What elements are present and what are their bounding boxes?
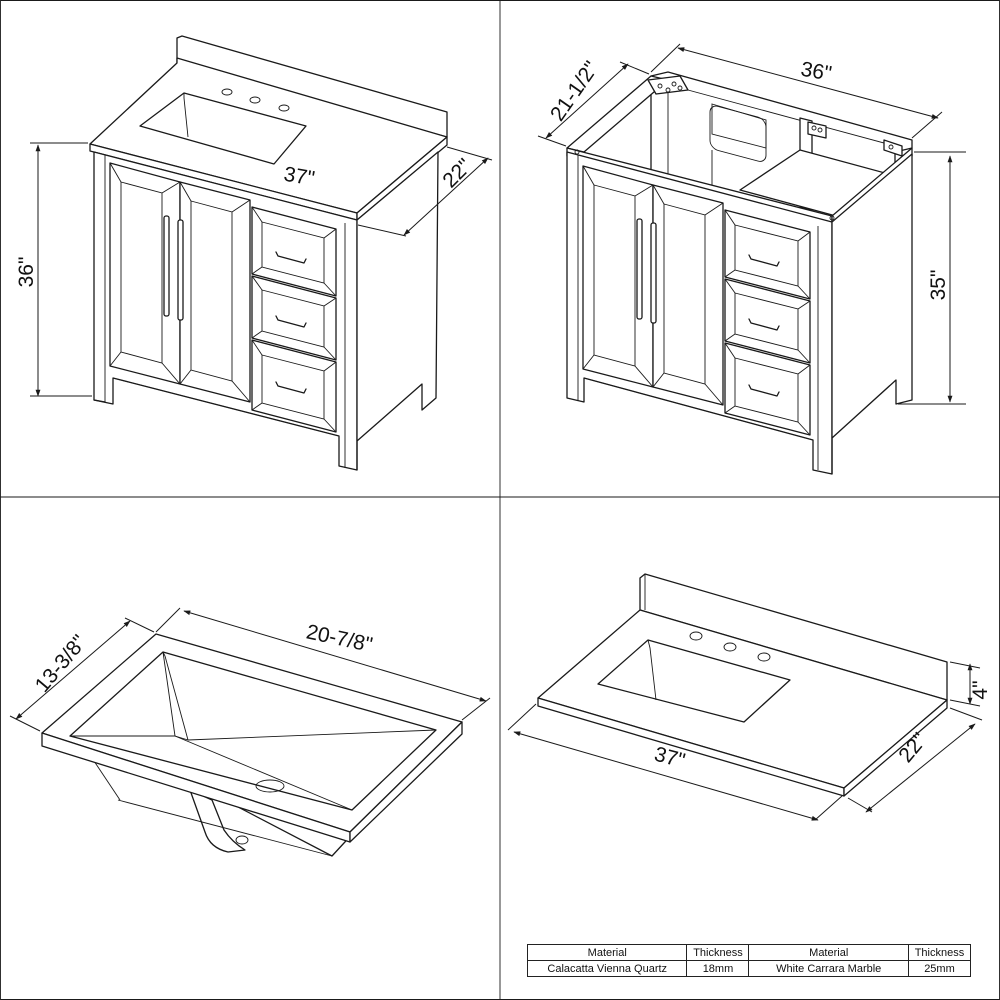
vanity-height-label: 36"	[15, 257, 38, 288]
sink-length-label: 20-7/8"	[304, 620, 374, 656]
cell-material-1: Calacatta Vienna Quartz	[526, 960, 688, 977]
cell-thickness-1: 18mm	[686, 960, 750, 977]
sink-dimension-lines	[9, 607, 491, 732]
cabinet-depth-label: 21-1/2"	[546, 57, 603, 125]
cell-material-2: White Carrara Marble	[748, 960, 909, 977]
countertop-dimension-lines	[507, 661, 983, 821]
cabinet-only-view	[566, 71, 913, 475]
header-thickness-2: Thickness	[907, 944, 972, 961]
header-material-2: Material	[748, 944, 909, 961]
table-row: Calacatta Vienna Quartz 18mm White Carra…	[526, 960, 972, 977]
vanity-with-top-view	[89, 35, 448, 471]
sink-width-label: 13-3/8"	[31, 631, 92, 697]
table-header-row: Material Thickness Material Thickness	[526, 944, 972, 961]
sink-view	[41, 633, 463, 857]
backsplash-height-label: 4"	[969, 680, 992, 699]
countertop-view	[537, 573, 948, 797]
vanity-dimension-lines	[30, 142, 493, 397]
cell-thickness-2: 25mm	[907, 960, 972, 977]
vanity-depth-label: 22"	[438, 154, 476, 192]
header-thickness-1: Thickness	[686, 944, 750, 961]
header-material-1: Material	[526, 944, 688, 961]
cabinet-height-label: 35"	[927, 270, 950, 301]
cabinet-width-label: 36"	[799, 58, 833, 86]
material-spec-table: Material Thickness Material Thickness Ca…	[526, 944, 972, 977]
vanity-width-label: 37"	[282, 163, 316, 191]
cabinet-dimension-lines	[537, 43, 966, 405]
